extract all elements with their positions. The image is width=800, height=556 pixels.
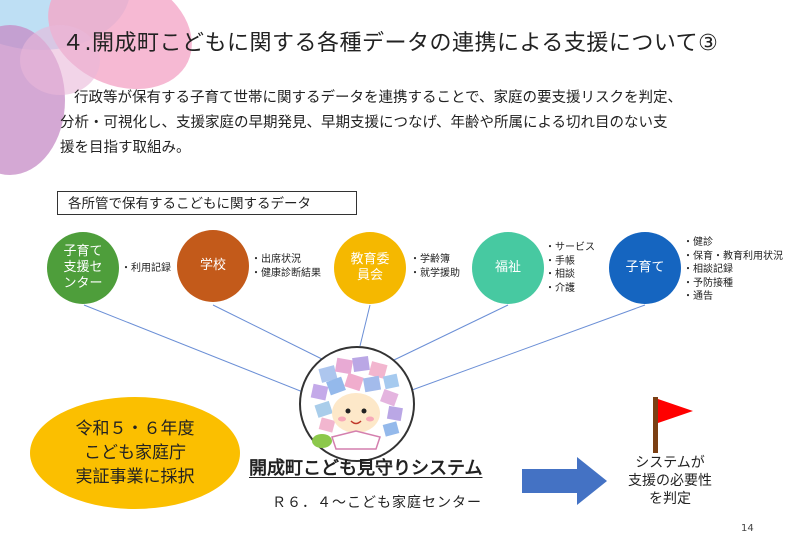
- result-line: 支援の必要性: [628, 473, 712, 489]
- result-line: を判定: [649, 491, 691, 507]
- dept-label-line: 学校: [199, 258, 226, 273]
- dept-items-childcare: ・健診 ・保育・教育利用状況 ・相談記録 ・予防接種 ・通告: [683, 236, 783, 304]
- dept-item: ・保育・教育利用状況: [683, 250, 783, 262]
- connector-line: [411, 304, 646, 391]
- right-arrow-icon: [522, 457, 607, 505]
- dept-item: ・手帳: [545, 255, 575, 267]
- dept-circle-board-of-education: 教育委 員会: [334, 232, 406, 304]
- dept-label-line: 教育委: [350, 252, 390, 267]
- connector-line: [393, 304, 509, 361]
- dept-item: ・予防接種: [683, 277, 733, 289]
- result-line: システムが: [635, 455, 705, 471]
- dept-label-line: ンター: [63, 276, 103, 291]
- dept-items-school: ・出席状況 ・健康診断結果: [251, 253, 321, 280]
- dept-label-line: 子育て: [625, 260, 665, 275]
- dept-circle-school: 学校: [177, 230, 249, 302]
- connector-line: [212, 304, 337, 367]
- adoption-line: 実証事業に採択: [75, 467, 195, 487]
- page-title: ４.開成町こどもに関する各種データの連携による支援について③: [62, 31, 719, 56]
- hydrangea-mascot-icon: [299, 346, 415, 462]
- description-line-2: 分析・可視化し、支援家庭の早期発見、早期支援につなげ、年齢や所属による切れ目のな…: [60, 115, 668, 131]
- description: 行政等が保有する子育て世帯に関するデータを連携することで、家庭の要支援リスクを判…: [60, 86, 775, 161]
- description-line-1: 行政等が保有する子育て世帯に関するデータを連携することで、家庭の要支援リスクを判…: [74, 90, 682, 106]
- dept-item: ・相談: [545, 269, 575, 280]
- red-flag-icon: [653, 397, 693, 453]
- dept-item: ・利用記録: [121, 263, 171, 274]
- dept-label-line: 子育て: [63, 244, 103, 259]
- dept-label-line: 福祉: [494, 260, 521, 275]
- system-schedule: Ｒ６．４～こども家庭センター: [272, 495, 482, 511]
- dept-label-line: 支援セ: [63, 260, 103, 275]
- description-line-3: 援を目指す取組み。: [60, 140, 191, 156]
- dept-item: ・介護: [545, 282, 575, 294]
- decorative-petals: [0, 0, 192, 175]
- dept-circle-childcare-center: 子育て 支援セ ンター: [47, 232, 119, 304]
- dept-item: ・相談記録: [683, 264, 733, 275]
- adoption-line: 令和５・６年度: [75, 419, 195, 439]
- dept-items-welfare: ・サービス ・手帳 ・相談 ・介護: [545, 241, 595, 295]
- dept-items-board-of-education: ・学齢簿 ・就学援助: [410, 253, 460, 280]
- result-text: システムが 支援の必要性 を判定: [610, 454, 730, 508]
- dept-item: ・健康診断結果: [251, 267, 321, 279]
- dept-items-childcare-center: ・利用記録: [121, 262, 171, 276]
- dept-item: ・健診: [683, 237, 713, 248]
- dept-item: ・通告: [683, 291, 713, 302]
- page-number: 14: [741, 523, 754, 534]
- dept-label-line: 員会: [356, 268, 383, 283]
- dept-item: ・出席状況: [251, 254, 301, 265]
- dept-circle-welfare: 福祉: [472, 232, 544, 304]
- system-name: 開成町こども見守りシステム: [249, 458, 483, 479]
- adoption-line: こども家庭庁: [84, 443, 186, 463]
- adoption-badge: 令和５・６年度 こども家庭庁 実証事業に採択: [30, 397, 240, 509]
- dept-circle-childcare: 子育て: [609, 232, 681, 304]
- dept-item: ・サービス: [545, 242, 595, 253]
- dept-item: ・学齢簿: [410, 254, 450, 265]
- dept-item: ・就学援助: [410, 267, 460, 279]
- connector-line: [83, 304, 319, 399]
- connector-line: [359, 304, 371, 347]
- data-box-label: 各所管で保有するこどもに関するデータ: [57, 191, 357, 215]
